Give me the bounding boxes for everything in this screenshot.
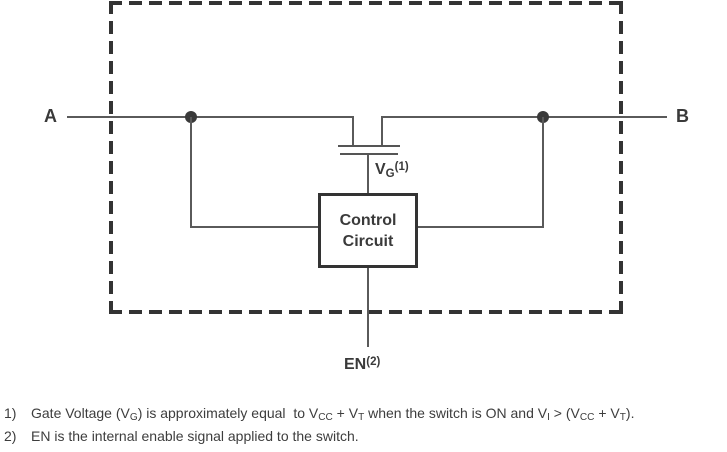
mosfet-gate-wire [367, 155, 369, 194]
mosfet-channel-bar [338, 145, 400, 147]
enable-label: EN(2) [344, 356, 381, 373]
branch-a-horizontal-wire [190, 226, 319, 228]
branch-b-horizontal-wire [418, 226, 544, 228]
port-a-label: A [44, 106, 57, 126]
gate-voltage-label: VG(1) [375, 161, 409, 180]
footnote-1-number: 1) [4, 405, 17, 421]
ic-boundary-dashed-border-bottom [109, 310, 623, 314]
branch-a-vertical-wire [190, 117, 192, 227]
mosfet-gate-bar [340, 153, 398, 155]
port-b-label: B [676, 106, 689, 126]
mosfet-drain-stub [352, 116, 354, 146]
mosfet-source-stub [381, 116, 383, 146]
branch-b-vertical-wire [542, 117, 544, 227]
wire-b-segment [382, 116, 667, 118]
control-circuit-label-line2: Circuit [342, 232, 394, 250]
footnotes: 1) Gate Voltage (VG) is approximately eq… [4, 403, 727, 446]
footnote-2-number: 2) [4, 428, 17, 444]
control-circuit-label-line1: Control [339, 211, 397, 229]
footnote-2-text: EN is the internal enable signal applied… [31, 428, 359, 444]
footnote-2: 2) EN is the internal enable signal appl… [4, 426, 727, 446]
footnote-1: 1) Gate Voltage (VG) is approximately eq… [4, 403, 727, 426]
ic-boundary-dashed-border-right [619, 1, 623, 314]
footnote-1-text: Gate Voltage (VG) is approximately equal… [31, 405, 635, 424]
enable-wire [367, 268, 369, 347]
control-circuit-box: Control Circuit [318, 193, 418, 268]
ic-boundary-dashed-border-left [109, 1, 113, 314]
ic-boundary-dashed-border-top [109, 1, 623, 5]
wire-a-segment [67, 116, 353, 118]
